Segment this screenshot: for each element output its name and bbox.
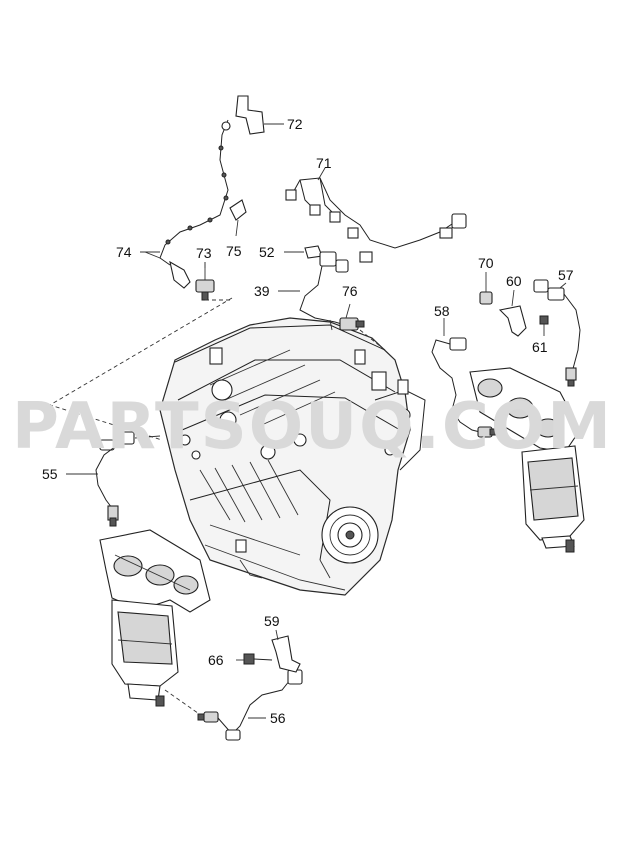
catalytic-converter-right bbox=[521, 445, 585, 553]
sensor-56 bbox=[197, 669, 303, 741]
bracket-60 bbox=[498, 289, 527, 337]
clip-75 bbox=[229, 199, 247, 237]
harness-71 bbox=[285, 167, 467, 263]
callout-61: 61 bbox=[532, 339, 548, 355]
callout-73: 73 bbox=[196, 245, 212, 261]
catalytic-converter-left bbox=[111, 599, 179, 707]
bracket-59 bbox=[271, 629, 301, 673]
exhaust-manifold-right bbox=[469, 367, 581, 453]
callout-57: 57 bbox=[558, 267, 574, 283]
callout-74: 74 bbox=[116, 244, 132, 260]
bolt-61 bbox=[539, 315, 549, 336]
callout-76: 76 bbox=[342, 283, 358, 299]
callout-39: 39 bbox=[254, 283, 270, 299]
callout-52: 52 bbox=[259, 244, 275, 260]
callout-56: 56 bbox=[270, 710, 286, 726]
callout-71: 71 bbox=[316, 155, 332, 171]
watermark: PARTSOUQ.COM bbox=[12, 390, 613, 464]
sensor-55 bbox=[95, 431, 161, 527]
callout-75: 75 bbox=[226, 243, 242, 259]
bolt-66 bbox=[243, 653, 273, 665]
sensor-57 bbox=[533, 279, 581, 387]
harness-74 bbox=[144, 95, 265, 289]
engine-block bbox=[159, 317, 426, 596]
harness-39 bbox=[299, 245, 365, 331]
callout-72: 72 bbox=[287, 116, 303, 132]
callout-59: 59 bbox=[264, 613, 280, 629]
leader-lines bbox=[66, 123, 567, 719]
clip-70 bbox=[479, 291, 493, 305]
callout-66: 66 bbox=[208, 652, 224, 668]
callout-labels: 72 71 74 73 75 52 39 76 70 60 57 61 58 5… bbox=[42, 116, 574, 726]
callout-58: 58 bbox=[434, 303, 450, 319]
sensor-58 bbox=[431, 318, 497, 438]
callout-60: 60 bbox=[506, 273, 522, 289]
callout-55: 55 bbox=[42, 466, 58, 482]
callout-70: 70 bbox=[478, 255, 494, 271]
exhaust-manifold-left bbox=[99, 529, 211, 613]
